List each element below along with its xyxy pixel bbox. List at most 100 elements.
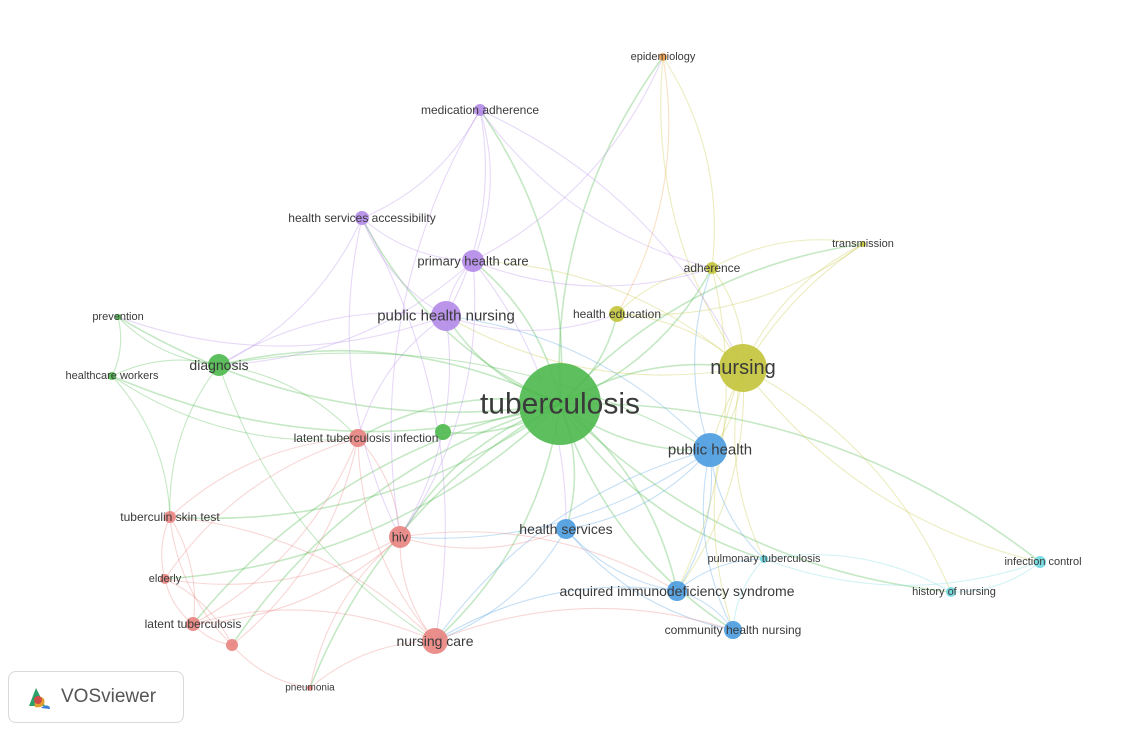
link-health_services_accessibility-hiv bbox=[348, 217, 401, 538]
nodes-layer bbox=[108, 53, 1046, 691]
link-hiv-acquired_immunodeficiency_syndrome bbox=[399, 531, 678, 592]
label-tuberculin-skin-test: tuberculin skin test bbox=[120, 510, 220, 524]
link-medication_adherence-hiv bbox=[390, 109, 481, 538]
link-tuberculin_skin_test-nursing_care bbox=[169, 516, 436, 642]
node-nursing[interactable] bbox=[719, 344, 767, 392]
label-public-health-nursing: public health nursing bbox=[377, 308, 515, 325]
link-public_health-public_health_nursing bbox=[445, 315, 711, 451]
node-primary-health-care[interactable] bbox=[462, 250, 484, 272]
node-latent-tuberculosis[interactable] bbox=[186, 617, 200, 631]
link-latent_tuberculosis_infection-latent_tuberculosis bbox=[192, 437, 359, 625]
link-healthcare_workers-latent_tuberculosis_infection bbox=[111, 375, 359, 441]
link-hiv-health_services bbox=[399, 528, 567, 549]
link-latent_tuberculosis_infection-hiv bbox=[357, 437, 401, 538]
label-hiv: hiv bbox=[392, 530, 409, 545]
node-healthcare-workers[interactable] bbox=[108, 372, 116, 380]
label-healthcare-workers: healthcare workers bbox=[66, 370, 159, 382]
label-latent-tuberculosis-infection: latent tuberculosis infection bbox=[294, 431, 439, 445]
link-public_health_nursing-health_education bbox=[445, 313, 618, 331]
link-public_health_nursing-latent_tuberculosis_infection bbox=[357, 315, 447, 439]
node-community-health-nursing[interactable] bbox=[724, 621, 742, 639]
link-primary_health_care-health_services_accessibility bbox=[361, 217, 474, 262]
node-unlabeled-green[interactable] bbox=[435, 424, 451, 440]
label-acquired-immunodeficiency-syndrome: acquired immunodeficiency syndrome bbox=[560, 583, 795, 599]
node-acquired-immunodeficiency-syndrome[interactable] bbox=[667, 581, 687, 601]
node-infection-control[interactable] bbox=[1034, 556, 1046, 568]
link-nursing_care-pneumonia bbox=[309, 640, 436, 689]
node-health-education[interactable] bbox=[609, 306, 625, 322]
link-primary_health_care-diagnosis bbox=[218, 260, 474, 366]
vosviewer-logo: VOSviewer bbox=[8, 671, 184, 723]
label-history-of-nursing: history of nursing bbox=[912, 586, 996, 598]
link-transmission-health_education bbox=[616, 243, 864, 316]
label-diagnosis: diagnosis bbox=[189, 357, 248, 373]
link-latent_tuberculosis_infection-tuberculin_skin_test bbox=[169, 437, 359, 518]
link-nursing_care-community_health_nursing bbox=[434, 607, 734, 642]
node-pulmonary-tuberculosis[interactable] bbox=[760, 555, 768, 563]
links-layer bbox=[111, 56, 1041, 689]
link-health_services_accessibility-diagnosis bbox=[218, 217, 363, 366]
link-nursing-transmission bbox=[742, 243, 864, 369]
node-health-services-accessibility[interactable] bbox=[355, 211, 369, 225]
node-tuberculin-skin-test[interactable] bbox=[164, 511, 176, 523]
link-tuberculosis-unlabeled_red bbox=[231, 403, 561, 646]
link-diagnosis-public_health bbox=[218, 352, 711, 451]
node-elderly[interactable] bbox=[160, 574, 170, 584]
link-health_services-nursing_care bbox=[434, 528, 567, 642]
label-public-health: public health bbox=[668, 442, 752, 459]
link-nursing-community_health_nursing bbox=[713, 367, 744, 631]
node-prevention[interactable] bbox=[115, 314, 121, 320]
node-public-health[interactable] bbox=[693, 433, 727, 467]
node-history-of-nursing[interactable] bbox=[946, 587, 956, 597]
node-hiv[interactable] bbox=[389, 526, 411, 548]
node-transmission[interactable] bbox=[860, 241, 866, 247]
link-diagnosis-healthcare_workers bbox=[111, 359, 220, 377]
label-health-services-accessibility: health services accessibility bbox=[288, 211, 435, 225]
link-healthcare_workers-tuberculin_skin_test bbox=[111, 375, 171, 518]
link-public_health_nursing-health_services_accessibility bbox=[361, 217, 447, 317]
link-health_services-community_health_nursing bbox=[565, 528, 734, 631]
node-public-health-nursing[interactable] bbox=[431, 301, 461, 331]
label-adherence: adherence bbox=[684, 261, 741, 275]
link-primary_health_care-medication_adherence bbox=[472, 109, 491, 262]
label-nursing-care: nursing care bbox=[396, 633, 473, 649]
label-pulmonary-tuberculosis: pulmonary tuberculosis bbox=[707, 553, 821, 565]
label-infection-control: infection control bbox=[1004, 556, 1081, 568]
node-adherence[interactable] bbox=[706, 262, 718, 274]
link-health_services_accessibility-nursing_care bbox=[361, 217, 446, 642]
label-primary-health-care: primary health care bbox=[417, 254, 528, 269]
link-tuberculosis-epidemiology bbox=[558, 56, 664, 405]
link-medication_adherence-nursing bbox=[479, 109, 744, 369]
link-hiv-latent_tuberculosis bbox=[192, 536, 401, 625]
label-nursing: nursing bbox=[710, 357, 776, 379]
link-nursing-history_of_nursing bbox=[742, 367, 952, 593]
node-health-services[interactable] bbox=[556, 519, 576, 539]
link-hiv-nursing_care bbox=[399, 536, 436, 642]
label-health-education: health education bbox=[573, 307, 661, 321]
node-nursing-care[interactable] bbox=[422, 628, 448, 654]
link-tuberculin_skin_test-unlabeled_red bbox=[169, 516, 233, 646]
link-adherence-transmission bbox=[711, 239, 864, 269]
label-health-services: health services bbox=[519, 521, 612, 537]
node-tuberculosis[interactable] bbox=[519, 363, 601, 445]
link-public_health-health_services bbox=[565, 449, 711, 530]
node-medication-adherence[interactable] bbox=[474, 104, 486, 116]
link-medication_adherence-adherence bbox=[479, 109, 713, 269]
link-public_health-nursing_care bbox=[434, 449, 711, 642]
link-tuberculosis-history_of_nursing bbox=[559, 403, 952, 593]
link-diagnosis-nursing_care bbox=[218, 364, 436, 642]
node-diagnosis[interactable] bbox=[208, 354, 230, 376]
link-public_health_nursing-prevention bbox=[117, 315, 447, 347]
link-latent_tuberculosis_infection-unlabeled_red bbox=[231, 437, 359, 646]
node-latent-tuberculosis-infection[interactable] bbox=[349, 429, 367, 447]
link-nursing-infection_control bbox=[742, 367, 1041, 563]
link-latent_tuberculosis_infection-elderly bbox=[164, 437, 359, 580]
link-epidemiology-health_education bbox=[616, 56, 670, 315]
node-pneumonia[interactable] bbox=[307, 685, 313, 691]
node-unlabeled-red[interactable] bbox=[226, 639, 238, 651]
link-infection_control-history_of_nursing bbox=[950, 561, 1041, 593]
link-latent_tuberculosis-nursing_care bbox=[192, 609, 436, 642]
node-epidemiology[interactable] bbox=[659, 53, 667, 61]
link-public_health_nursing-diagnosis bbox=[218, 312, 447, 366]
